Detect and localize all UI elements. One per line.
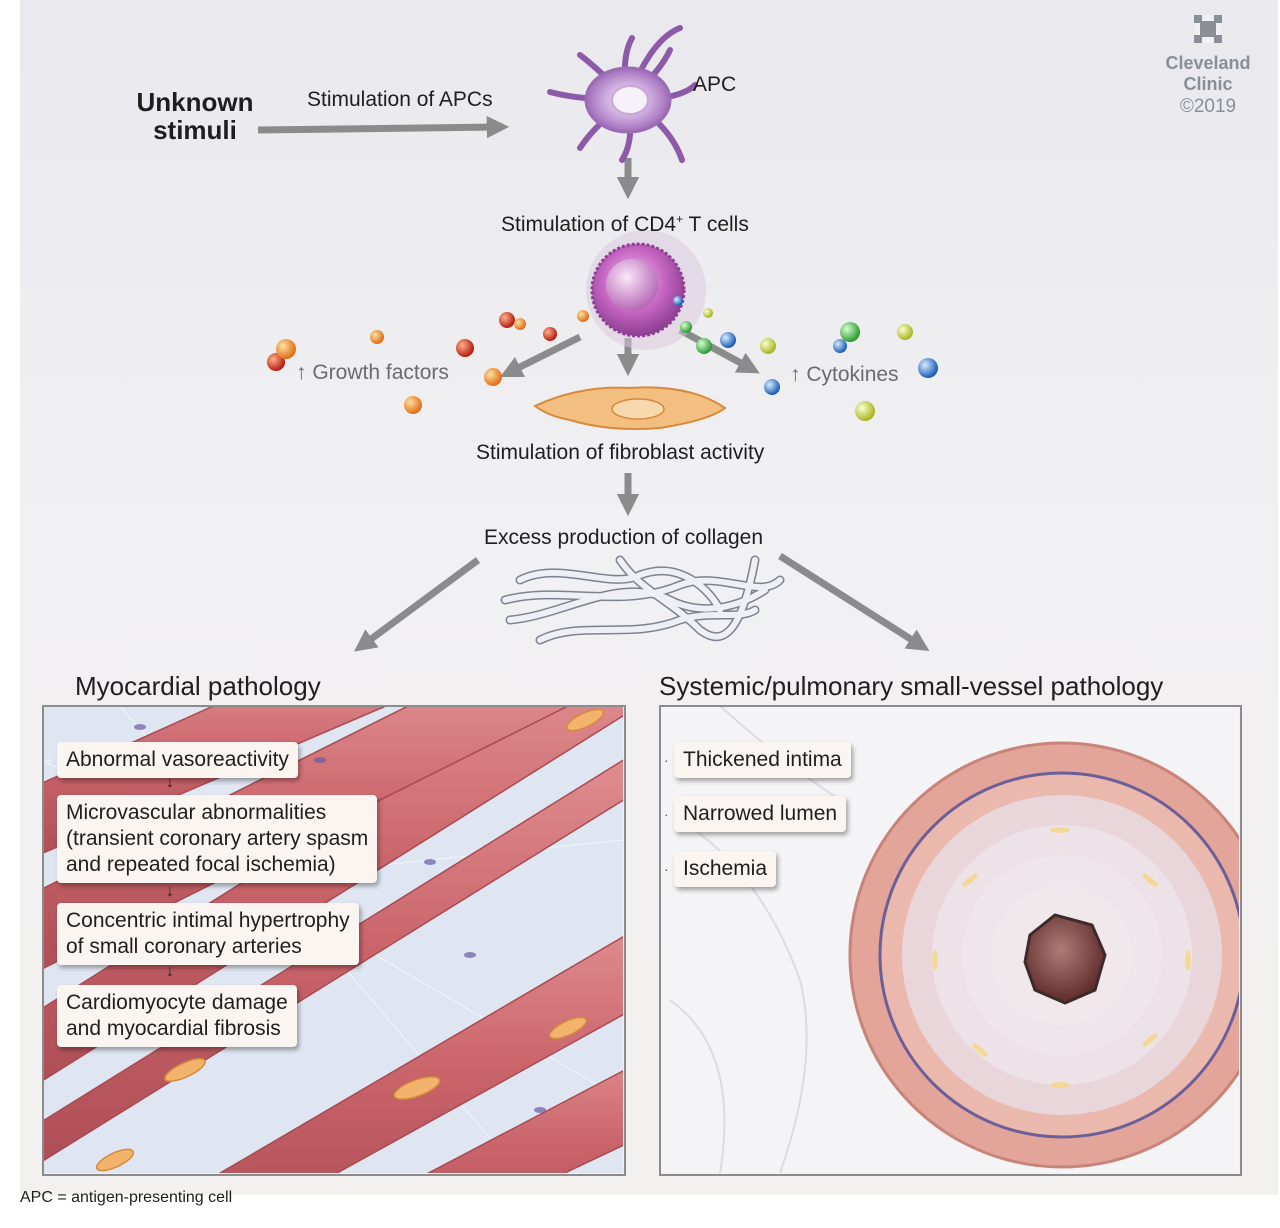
collagen-fibres	[500, 555, 785, 645]
myocardial-pathology-title: Myocardial pathology	[75, 671, 321, 701]
fibroblast	[533, 386, 727, 430]
down-arrow-icon: ↓	[166, 774, 174, 791]
step-abnormal-vasoreactivity: Abnormal vasoreactivity	[57, 742, 298, 778]
flow-arrows	[257, 115, 930, 652]
logo-line-1: Cleveland	[1165, 53, 1251, 73]
vessel-artwork	[660, 706, 1239, 1173]
step-line: and myocardial fibrosis	[66, 1017, 281, 1040]
step-microvascular-abnormalities: Microvascular abnormalities (transient c…	[57, 795, 378, 883]
step-bullet: ·	[47, 751, 52, 767]
footnote: APC = antigen-presenting cell	[20, 1189, 233, 1206]
vessel-pathology-title: Systemic/pulmonary small-vessel patholog…	[659, 671, 1164, 701]
apc-label: APC	[693, 73, 737, 96]
unknown-stimuli-line-2: stimuli	[153, 115, 237, 145]
step-line: and repeated focal ischemia)	[66, 853, 336, 876]
myocardial-panel	[42, 705, 626, 1176]
stimulation-apcs-label: Stimulation of APCs	[307, 88, 493, 111]
item-line: Thickened intima	[683, 748, 842, 771]
cd4-label-suffix: T cells	[683, 213, 749, 236]
increase-arrow-icon: ↑	[790, 363, 801, 386]
item-thickened-intima: Thickened intima	[674, 742, 851, 778]
step-line: (transient coronary artery spasm	[66, 827, 369, 850]
logo-line-2: Clinic	[1183, 74, 1233, 94]
cleveland-clinic-logo: Cleveland Clinic ©2019	[1162, 14, 1254, 118]
step-concentric-intimal-hypertrophy: Concentric intimal hypertrophy of small …	[57, 903, 359, 965]
cd4-superscript: +	[676, 212, 684, 226]
step-cardiomyocyte-damage: Cardiomyocyte damage and myocardial fibr…	[57, 985, 297, 1047]
cytokine-beads	[673, 296, 938, 421]
cleveland-clinic-cross-logo-icon	[1194, 15, 1222, 43]
step-line: of small coronary arteries	[66, 935, 302, 958]
growth-factors-label: ↑ Growth factors	[296, 361, 449, 385]
step-line: Microvascular abnormalities	[66, 801, 327, 824]
item-narrowed-lumen: Narrowed lumen	[674, 796, 847, 832]
vessel-panel	[659, 705, 1242, 1176]
item-line: Ischemia	[683, 857, 768, 880]
fibroblast-label: Stimulation of fibroblast activity	[476, 441, 765, 464]
unknown-stimuli-label: Unknown stimuli	[132, 88, 258, 144]
step-line: Concentric intimal hypertrophy	[66, 909, 350, 932]
step-line: Cardiomyocyte damage	[66, 991, 288, 1014]
cd4-t-cell	[586, 230, 706, 350]
item-ischemia: Ischemia	[674, 851, 777, 887]
cd4-label: Stimulation of CD4+ T cells	[501, 212, 749, 237]
step-line: Abnormal vasoreactivity	[66, 748, 289, 771]
unknown-stimuli-line-1: Unknown	[136, 87, 254, 117]
growth-factors-text: Growth factors	[312, 361, 449, 384]
item-bullet: ·	[664, 752, 669, 768]
down-arrow-icon: ↓	[166, 963, 174, 980]
item-bullet: ·	[664, 861, 669, 877]
diagram-canvas: Cleveland Clinic ©2019 Unknown stimuli S…	[20, 0, 1278, 1195]
cytokines-text: Cytokines	[806, 363, 899, 386]
growth-factor-beads	[267, 310, 589, 414]
apc-cell	[547, 25, 698, 163]
down-arrow-icon: ↓	[166, 883, 174, 900]
cd4-label-prefix: Stimulation of CD4	[501, 213, 677, 236]
collagen-label: Excess production of collagen	[484, 526, 763, 549]
cytokines-label: ↑ Cytokines	[790, 363, 899, 387]
item-bullet: ·	[664, 806, 669, 822]
item-line: Narrowed lumen	[683, 802, 838, 825]
increase-arrow-icon: ↑	[296, 361, 307, 384]
copyright: ©2019	[1179, 96, 1237, 117]
